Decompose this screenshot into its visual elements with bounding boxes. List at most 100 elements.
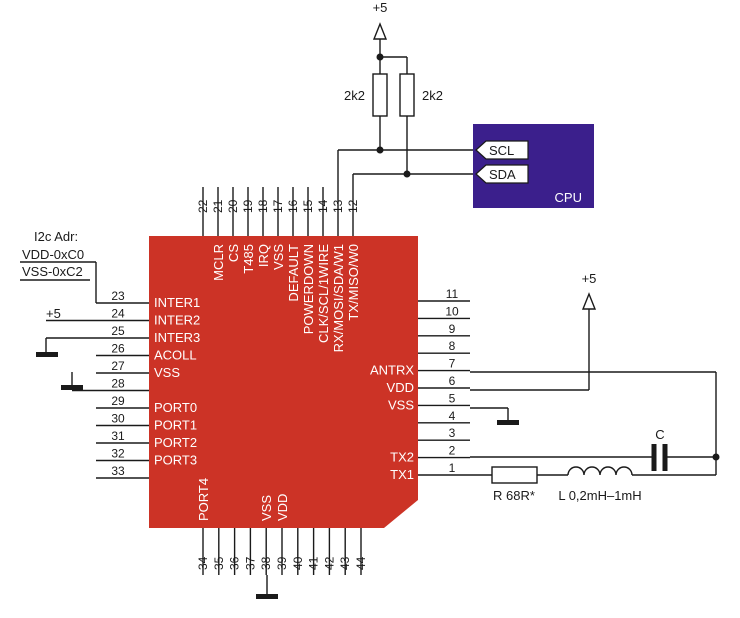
junction-dot: [403, 170, 411, 178]
scl-port: [475, 140, 529, 160]
pin-number: 3: [449, 426, 456, 440]
pin-label: TX1: [390, 467, 414, 482]
pin-number: 17: [271, 199, 285, 213]
pin-number: 14: [316, 199, 330, 213]
pin-number: 25: [111, 324, 125, 338]
chip-body: [149, 236, 418, 528]
scl-label: SCL: [489, 143, 514, 158]
pin-number: 42: [322, 556, 336, 570]
pin-number: 7: [449, 357, 456, 371]
right-external: +5 C R 68R* L 0,2mH–1mH: [470, 271, 720, 503]
ground-symbol: [497, 420, 519, 425]
pin-label: VSS: [259, 495, 274, 521]
junction-dot: [376, 146, 384, 154]
pin-number: 10: [445, 304, 459, 318]
i2c-note-line1: I2c Adr:: [34, 229, 78, 244]
resistor-label: R 68R*: [493, 488, 535, 503]
sda-label: SDA: [489, 167, 516, 182]
top-power-group: +5 2k2 2k2: [344, 0, 443, 174]
ground-symbol: [256, 594, 278, 599]
capacitor-label: C: [655, 427, 664, 442]
pin-number: 38: [259, 556, 273, 570]
pin-label: DEFAULT: [286, 244, 301, 302]
pin-label: INTER2: [154, 313, 200, 328]
pin-number: 24: [111, 307, 125, 321]
pin-label: ACOLL: [154, 348, 197, 363]
resistor-value-left: 2k2: [344, 88, 365, 103]
pin-number: 34: [196, 556, 210, 570]
pin-number: 8: [449, 339, 456, 353]
pin-number: 20: [226, 199, 240, 213]
pin-number: 27: [111, 359, 125, 373]
pin-number: 2: [449, 444, 456, 458]
pin-number: 44: [354, 556, 368, 570]
pin-number: 37: [243, 556, 257, 570]
pin-number: 9: [449, 322, 456, 336]
inductor-label: L 0,2mH–1mH: [558, 488, 641, 503]
pin-number: 35: [212, 556, 226, 570]
pin-label: CLK/SCL/1WIRE: [316, 244, 331, 343]
pin-label: VSS: [388, 397, 414, 412]
pin-number: 11: [446, 287, 459, 301]
ground-symbol: [61, 385, 83, 390]
pin-number: 29: [111, 394, 125, 408]
pin-label: TX2: [390, 450, 414, 465]
pin-number: 15: [301, 199, 315, 213]
pin-label: T485: [241, 244, 256, 274]
pin-number: 36: [228, 556, 242, 570]
pin-label: PORT1: [154, 418, 197, 433]
pin-number: 18: [256, 199, 270, 213]
pin-number: 4: [449, 409, 456, 423]
pin-label: PORT2: [154, 435, 197, 450]
resistor-value-right: 2k2: [422, 88, 443, 103]
pin-label: TX/MISO/W0: [346, 244, 361, 321]
pin-label: INTER1: [154, 295, 200, 310]
pullup-resistor-sda: [399, 73, 415, 117]
inter2-power-label: +5: [46, 306, 61, 321]
pin-number: 26: [111, 342, 125, 356]
bottom-external: [256, 575, 278, 599]
pin-label: CS: [226, 244, 241, 262]
pin-number: 13: [331, 199, 345, 213]
cpu-block: SCL SDA CPU: [473, 124, 594, 208]
left-external: +5: [36, 306, 83, 390]
series-resistor: [491, 466, 538, 484]
pin-label: PORT4: [196, 478, 211, 521]
pin-label: PORT0: [154, 400, 197, 415]
pin-number: 41: [307, 556, 321, 570]
chip: [149, 236, 418, 528]
sda-port: [475, 164, 529, 184]
cpu-label: CPU: [555, 190, 582, 205]
pin-number: 33: [111, 464, 125, 478]
pin-number: 30: [111, 412, 125, 426]
pullup-resistor-scl: [372, 73, 388, 117]
pin-number: 12: [346, 199, 360, 213]
inductor-coil: [567, 466, 633, 476]
top-power-arrow: [372, 22, 388, 40]
pin-number: 6: [449, 374, 456, 388]
pin-label: INTER3: [154, 330, 200, 345]
i2c-note-line2: VDD-0xC0: [22, 247, 84, 262]
pin-label: VDD: [275, 494, 290, 521]
pin-number: 31: [111, 429, 125, 443]
pin-label: ANTRX: [370, 363, 414, 378]
pin-number: 19: [241, 199, 255, 213]
pin-number: 39: [275, 556, 289, 570]
pin-number: 40: [291, 556, 305, 570]
pin-number: 16: [286, 199, 300, 213]
pin-label: VDD: [387, 380, 414, 395]
ground-symbol: [36, 352, 58, 357]
vdd-power-arrow: [581, 292, 597, 310]
pin-label: IRQ: [256, 244, 271, 267]
pin-label: MCLR: [211, 244, 226, 281]
i2c-bus: [337, 146, 476, 187]
pin-number: 28: [111, 377, 125, 391]
pin-label: PORT3: [154, 453, 197, 468]
pin-label: VSS: [154, 365, 180, 380]
i2c-address-note: I2c Adr: VDD-0xC0 VSS-0xC2: [20, 229, 97, 303]
pin-number: 5: [449, 391, 456, 405]
